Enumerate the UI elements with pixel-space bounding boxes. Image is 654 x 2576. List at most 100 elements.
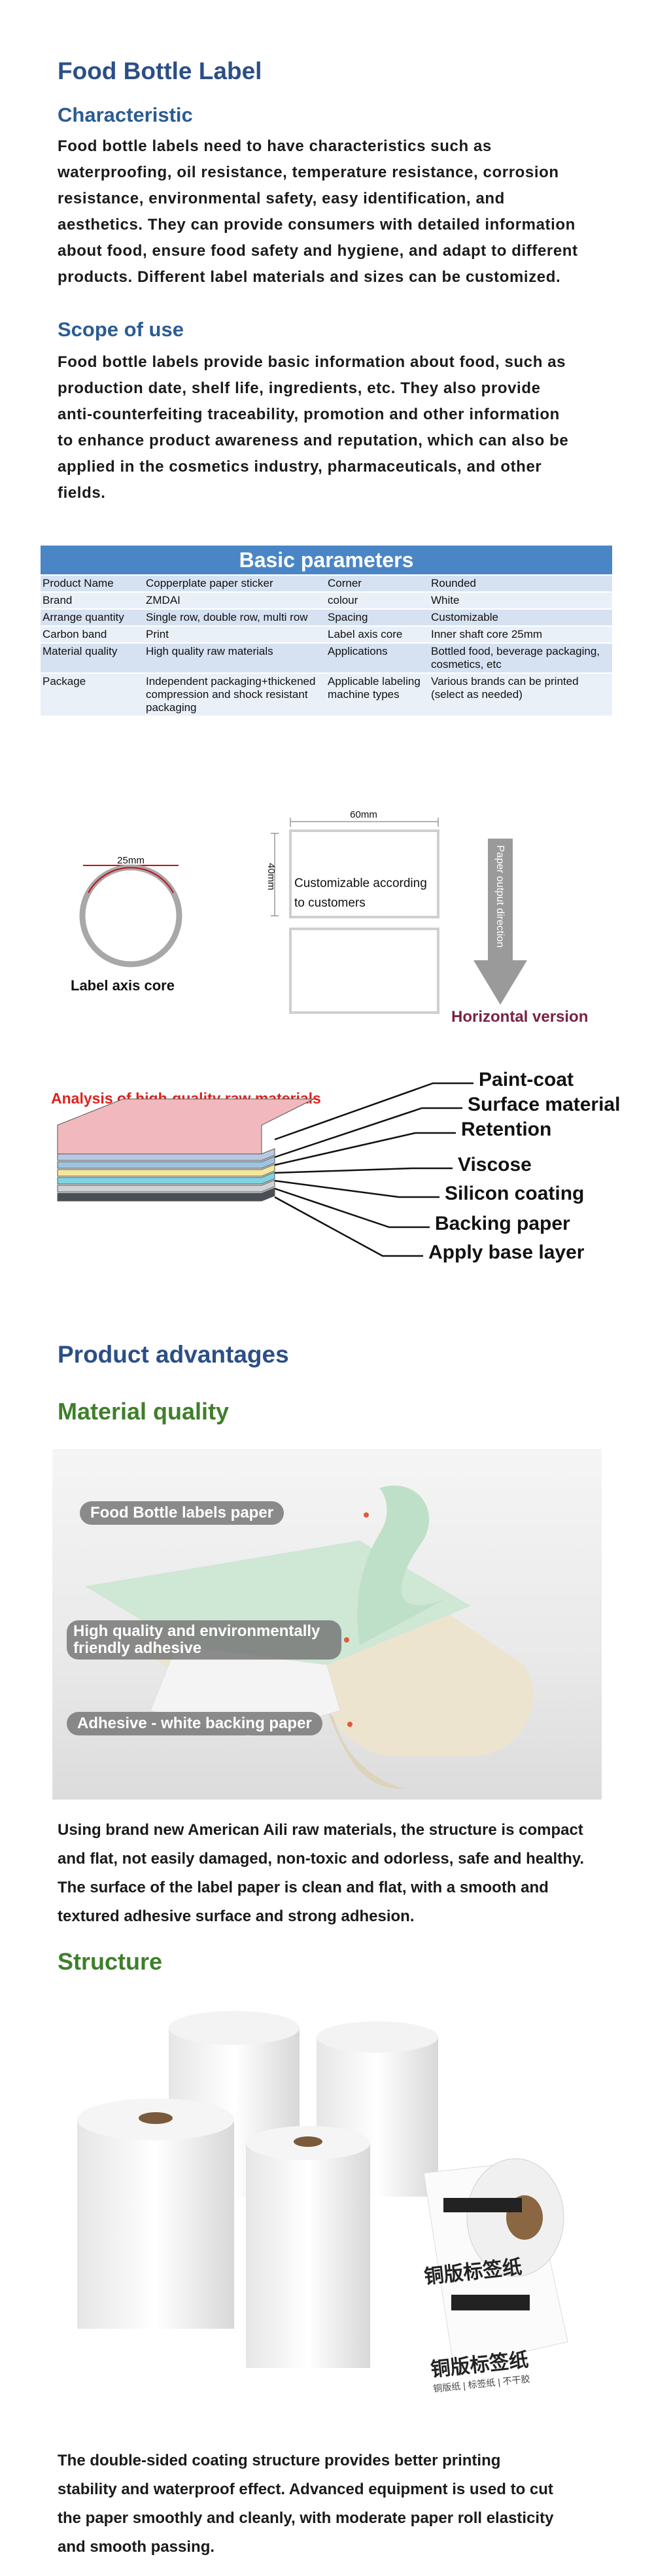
pill-adhesive: High quality and environmentally friendl… bbox=[67, 1620, 341, 1660]
text-line: Using brand new American Aili raw materi… bbox=[58, 1821, 583, 1839]
material-layer bbox=[57, 1098, 315, 1155]
text-line: stability and waterproof effect. Advance… bbox=[58, 2480, 553, 2498]
param-name-cell: Brand bbox=[41, 591, 144, 609]
material-layer bbox=[57, 1179, 275, 1192]
param-value-cell: White bbox=[429, 591, 612, 609]
leader-line bbox=[274, 1196, 423, 1257]
page-title: Food Bottle Label bbox=[58, 58, 262, 84]
leader-line bbox=[274, 1187, 430, 1228]
scope-heading: Scope of use bbox=[58, 318, 184, 341]
structure-heading: Structure bbox=[58, 1948, 163, 1975]
param-value-cell: Print bbox=[144, 625, 326, 643]
pill-backing: Adhesive - white backing paper bbox=[67, 1712, 322, 1735]
param-name-cell: Arrange quantity bbox=[41, 608, 144, 626]
version-caption: Horizontal version bbox=[451, 1008, 589, 1026]
layer-label: Retention bbox=[461, 1119, 552, 1140]
table-title: Basic parameters bbox=[41, 546, 612, 574]
param-value-cell: ZMDAI bbox=[144, 591, 326, 609]
text-line: production date, shelf life, ingredients… bbox=[58, 379, 541, 397]
param-name-cell: Corner bbox=[326, 574, 429, 592]
param-value-cell: Various brands can be printed (select as… bbox=[429, 672, 612, 716]
leader-line bbox=[274, 1132, 456, 1166]
param-value-cell: Rounded bbox=[429, 574, 612, 592]
param-value-cell: High quality raw materials bbox=[144, 642, 326, 673]
layer-label: Silicon coating bbox=[445, 1183, 585, 1204]
param-name-cell: colour bbox=[326, 591, 429, 609]
characteristic-text: Food bottle labels need to have characte… bbox=[58, 133, 608, 290]
layer-label: Backing paper bbox=[435, 1213, 570, 1234]
layer-label: Paint-coat bbox=[479, 1069, 574, 1090]
param-value-cell: Customizable bbox=[429, 608, 612, 626]
text-line: about food, ensure food safety and hygie… bbox=[58, 242, 578, 260]
param-name-cell: Applicable labeling machine types bbox=[326, 672, 429, 716]
param-name-cell: Spacing bbox=[326, 608, 429, 626]
param-value-cell: Bottled food, beverage packaging, cosmet… bbox=[429, 642, 612, 673]
text-line: applied in the cosmetics industry, pharm… bbox=[58, 458, 542, 476]
core-caption: Label axis core bbox=[71, 977, 175, 994]
leader-line bbox=[274, 1107, 462, 1158]
param-name-cell: Product Name bbox=[41, 574, 144, 592]
text-line: The surface of the label paper is clean … bbox=[58, 1879, 549, 1896]
structure-text: The double-sided coating structure provi… bbox=[58, 2446, 608, 2562]
leader-line bbox=[274, 1179, 439, 1198]
param-name-cell: Material quality bbox=[41, 642, 144, 673]
text-line: and flat, not easily damaged, non-toxic … bbox=[58, 1850, 585, 1868]
layer-label: Apply base layer bbox=[428, 1242, 585, 1263]
param-value-cell: Copperplate paper sticker bbox=[144, 574, 326, 592]
material-photo: Food Bottle labels paper High quality an… bbox=[52, 1449, 602, 1800]
leader-line bbox=[274, 1167, 453, 1174]
characteristic-heading: Characteristic bbox=[58, 103, 193, 126]
text-line: aesthetics. They can provide consumers w… bbox=[58, 216, 576, 234]
param-value-cell: Single row, double row, multi row bbox=[144, 608, 326, 626]
advantages-heading: Product advantages bbox=[58, 1341, 289, 1368]
text-line: fields. bbox=[58, 484, 106, 502]
param-name-cell: Carbon band bbox=[41, 625, 144, 643]
core-dim-label: 25mm bbox=[117, 855, 145, 866]
material-layer bbox=[57, 1148, 275, 1161]
width-dim-label: 60mm bbox=[350, 809, 377, 820]
layer-label: Viscose bbox=[458, 1154, 532, 1175]
label-rolls-photo: 铜版标签纸 铜版标签纸 铜版纸 | 标签纸 | 不干胶 bbox=[58, 2002, 596, 2446]
text-line: resistance, environmental safety, easy i… bbox=[58, 190, 505, 207]
scope-text: Food bottle labels provide basic informa… bbox=[58, 349, 608, 506]
text-line: Food bottle labels provide basic informa… bbox=[58, 353, 566, 371]
pill-label-paper: Food Bottle labels paper bbox=[80, 1501, 284, 1525]
text-line: waterproofing, oil resistance, temperatu… bbox=[58, 164, 559, 181]
label-sheet-1 bbox=[289, 829, 439, 918]
leader-line bbox=[274, 1082, 473, 1141]
material-layer bbox=[57, 1187, 275, 1202]
text-line: anti-counterfeiting traceability, promot… bbox=[58, 406, 560, 423]
param-name-cell: Label axis core bbox=[326, 625, 429, 643]
core-dim-arc bbox=[88, 867, 174, 894]
param-name-cell: Package bbox=[41, 672, 144, 716]
text-line: to enhance product awareness and reputat… bbox=[58, 432, 569, 449]
text-line: textured adhesive surface and strong adh… bbox=[58, 1907, 415, 1925]
text-line: products. Different label materials and … bbox=[58, 268, 561, 286]
layer-label: Surface material bbox=[468, 1094, 621, 1115]
size-diagram: 25mm 60mm 40mm Paper output direction bbox=[79, 809, 527, 1014]
material-layer bbox=[57, 1164, 275, 1177]
text-line: The double-sided coating structure provi… bbox=[58, 2452, 501, 2469]
text-line: Food bottle labels need to have characte… bbox=[58, 137, 492, 155]
material-layer bbox=[57, 1156, 275, 1169]
height-dim-label: 40mm bbox=[266, 863, 277, 890]
material-text: Using brand new American Aili raw materi… bbox=[58, 1816, 608, 1931]
param-value-cell: Inner shaft core 25mm bbox=[429, 625, 612, 643]
param-name-cell: Applications bbox=[326, 642, 429, 673]
direction-label: Paper output direction bbox=[494, 845, 506, 948]
label-customize-text: Customizable according to customers bbox=[294, 877, 427, 910]
text-line: the paper smoothly and cleanly, with mod… bbox=[58, 2509, 554, 2527]
material-heading: Material quality bbox=[58, 1398, 230, 1425]
material-layer bbox=[57, 1172, 275, 1185]
label-sheet-2 bbox=[289, 928, 439, 1014]
layer-diagram bbox=[57, 1082, 473, 1257]
paper-direction-arrow bbox=[473, 839, 527, 1005]
text-line: and smooth passing. bbox=[58, 2538, 215, 2556]
